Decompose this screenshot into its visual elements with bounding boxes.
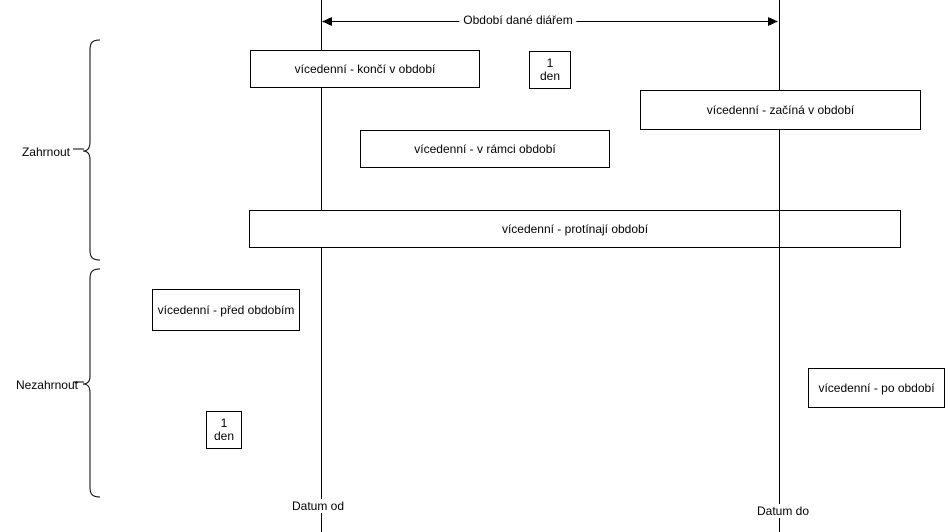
include-curly-brace-icon	[82, 39, 101, 261]
box-starts-in-period-label: vícedenní - začíná v období	[706, 103, 855, 117]
box-crosses-period: vícedenní - protínají období	[249, 210, 901, 248]
box-one-day-before-period: 1 den	[206, 411, 242, 449]
box-before-period-label: vícedenní - před obdobím	[157, 303, 295, 317]
box-one-day-before-period-line2: den	[213, 429, 235, 443]
period-arrow-label: Období dané diářem	[459, 13, 577, 27]
box-after-period: vícedenní - po období	[808, 368, 945, 408]
box-within-period: vícedenní - v rámci období	[360, 130, 610, 168]
box-crosses-period-label: vícedenní - protínají období	[501, 222, 649, 236]
box-one-day-in-period-line1: 1	[546, 56, 554, 70]
box-within-period-label: vícedenní - v rámci období	[414, 142, 556, 156]
include-group-label: Zahrnout	[21, 145, 70, 159]
box-after-period-label: vícedenní - po období	[818, 381, 935, 395]
arrow-right-icon	[768, 17, 778, 26]
box-before-period: vícedenní - před obdobím	[152, 289, 300, 331]
box-one-day-in-period: 1 den	[529, 51, 571, 89]
box-one-day-before-period-line1: 1	[220, 416, 228, 430]
date-from-label: Datum od	[287, 499, 349, 513]
box-starts-in-period: vícedenní - začíná v období	[640, 90, 921, 130]
box-one-day-in-period-line2: den	[539, 69, 561, 83]
exclude-curly-brace-icon	[82, 268, 101, 498]
box-ends-in-period-label: vícedenní - končí v období	[294, 62, 436, 76]
date-to-label: Datum do	[752, 504, 814, 518]
exclude-group-label: Nezahrnout	[15, 378, 78, 392]
arrow-left-icon	[322, 17, 332, 26]
box-ends-in-period: vícedenní - končí v období	[250, 50, 480, 88]
